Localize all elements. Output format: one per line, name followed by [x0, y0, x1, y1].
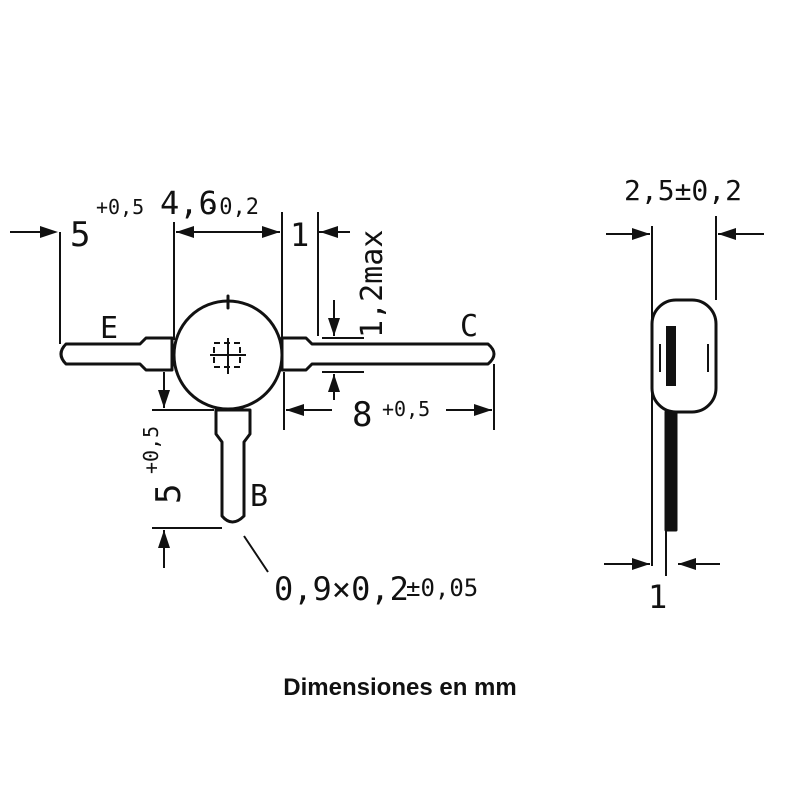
arrow: [286, 404, 304, 416]
center-mark: [210, 338, 246, 374]
side-lead: [664, 410, 678, 532]
emitter-length-tol: +0,5: [96, 195, 144, 219]
body-diameter-value: 4,6: [160, 184, 218, 222]
side-flange: [666, 326, 676, 386]
base-length-tol: +0,5: [139, 426, 163, 474]
collector-lead: [280, 336, 496, 372]
emitter-label: E: [100, 311, 118, 346]
arrow: [632, 228, 650, 240]
front-view: E C B 5 +0,5 4,6 -0,2 1 1,2max: [10, 184, 496, 608]
side-lead-value: 1: [648, 578, 667, 616]
body-diameter-tol: -0,2: [206, 195, 259, 220]
arrow: [718, 228, 736, 240]
arrow: [262, 226, 280, 238]
lead-height-value: 1,2max: [355, 230, 390, 338]
arrow: [158, 530, 170, 548]
base-lead: [214, 408, 252, 524]
collector-length-tol: +0,5: [382, 397, 430, 421]
arrow: [320, 226, 338, 238]
side-body: [650, 298, 718, 414]
side-view: 2,5±0,2 1: [604, 174, 764, 616]
emitter-length-value: 5: [70, 215, 90, 255]
arrow: [632, 558, 650, 570]
lead-section-tol: ±0,05: [406, 574, 478, 602]
arrow: [40, 226, 58, 238]
base-length-value: 5: [149, 484, 189, 504]
arrow: [328, 374, 340, 392]
side-thickness-value: 2,5±0,2: [624, 174, 742, 207]
arrow: [328, 318, 340, 336]
collector-length-value: 8: [352, 395, 372, 435]
caption: Dimensiones en mm: [283, 674, 517, 701]
emitter-lead: [59, 336, 174, 372]
collar-width-value: 1: [290, 216, 309, 254]
arrow: [176, 226, 194, 238]
collector-label: C: [460, 309, 478, 344]
lead-section-value: 0,9×0,2: [274, 570, 409, 608]
arrow: [678, 558, 696, 570]
arrow: [474, 404, 492, 416]
leader-line: [243, 535, 269, 573]
base-label: B: [250, 479, 268, 514]
arrow: [158, 390, 170, 408]
